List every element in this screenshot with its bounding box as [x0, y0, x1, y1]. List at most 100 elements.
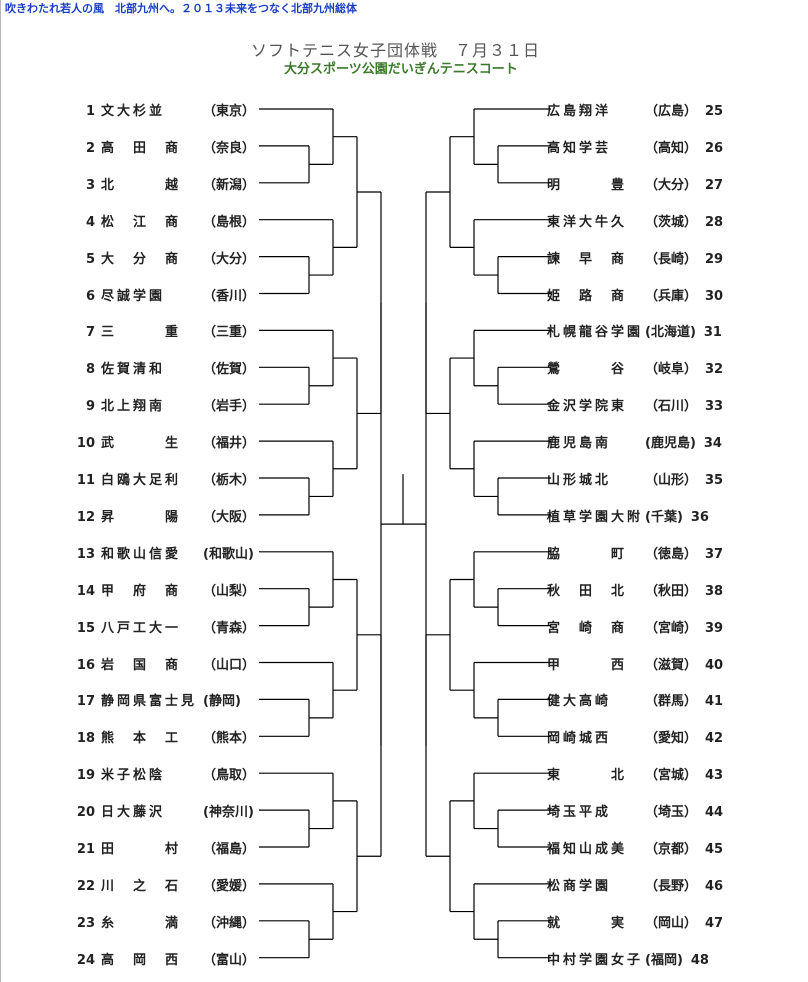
seed-number: 28 — [705, 214, 724, 230]
seed-number: 35 — [705, 473, 724, 488]
team-prefecture: （岡山） — [645, 915, 698, 931]
team-row-right: 就 実（岡山）47 — [547, 912, 727, 931]
team-prefecture: （島根） — [203, 214, 256, 230]
team-name: 高 岡 西 — [101, 952, 182, 968]
seed-number: 37 — [705, 546, 724, 562]
team-row-right: 東 北（宮城）43 — [547, 764, 727, 783]
team-name: 三 重 — [101, 325, 182, 341]
team-prefecture: （滋賀） — [645, 657, 698, 673]
team-name: 植草学園大附 — [547, 509, 644, 525]
team-name: 尽誠学園 — [101, 288, 166, 304]
team-name: 秋 田 北 — [547, 583, 628, 599]
team-prefecture: （熊本） — [203, 731, 256, 747]
team-row-left: 6 尽誠学園 （香川） — [73, 285, 256, 304]
team-prefecture: （宮崎） — [645, 620, 698, 636]
team-prefecture: (福岡) — [645, 952, 683, 968]
team-row-right: 明 豊（大分）27 — [547, 174, 727, 193]
seed-number: 47 — [705, 915, 724, 931]
team-name: 岡崎城西 — [547, 731, 612, 747]
team-prefecture: (北海道) — [645, 325, 696, 341]
team-prefecture: （福井） — [203, 436, 256, 452]
team-prefecture: （山梨） — [203, 583, 256, 599]
team-name: 松商学園 — [547, 878, 612, 894]
team-prefecture: （埼玉） — [645, 805, 698, 821]
team-row-right: 健大高崎（群馬）41 — [547, 690, 727, 710]
team-prefecture: （高知） — [645, 140, 698, 156]
team-row-right: 宮 崎 商（宮崎）39 — [547, 617, 727, 636]
team-name: 脇 町 — [547, 546, 628, 562]
team-prefecture: （山口） — [203, 657, 256, 673]
team-name: 和歌山信愛 — [101, 546, 182, 562]
seed-number: 17 — [76, 694, 95, 710]
seed-number: 36 — [690, 509, 709, 525]
team-name: 高 田 商 — [101, 140, 182, 156]
team-row-right: 金沢学院東（石川）33 — [547, 395, 727, 415]
seed-number: 7 — [85, 325, 95, 341]
team-prefecture: （長野） — [645, 878, 698, 894]
team-name: 札幌龍谷学園 — [547, 325, 644, 341]
team-prefecture: (鹿児島) — [645, 436, 696, 452]
seed-number: 33 — [705, 399, 724, 415]
team-row-right: 鹿児島南 (鹿児島) 34 — [547, 432, 726, 452]
team-prefecture: （秋田） — [645, 583, 698, 599]
seed-number: 48 — [690, 952, 709, 968]
seed-number: 20 — [76, 805, 95, 821]
team-name: 鹿児島南 — [547, 436, 612, 452]
team-name: 糸 満 — [101, 915, 182, 931]
team-prefecture: （奈良） — [203, 140, 256, 156]
team-prefecture: （岐阜） — [645, 362, 698, 378]
team-row-right: 山形城北 （山形） 35 — [547, 469, 727, 488]
seed-number: 40 — [705, 657, 724, 673]
team-row-right: 埼玉平成（埼玉）44 — [547, 801, 727, 821]
team-name: 諫 早 商 — [547, 251, 628, 267]
seed-number: 25 — [705, 104, 724, 119]
team-name: 岩 国 商 — [101, 657, 182, 673]
seed-number: 16 — [76, 657, 95, 673]
seed-number: 44 — [705, 805, 724, 821]
team-prefecture: （愛媛） — [203, 878, 256, 894]
page-title: ソフトテニス女子団体戦 ７月３１日 — [251, 41, 541, 60]
seed-number: 41 — [705, 694, 724, 710]
team-name: 川 之 石 — [101, 878, 182, 894]
team-prefecture: （山形） — [645, 473, 698, 488]
team-name: 健大高崎 — [547, 694, 612, 710]
team-prefecture: （香川） — [203, 288, 256, 304]
seed-number: 6 — [85, 288, 95, 304]
seed-number: 29 — [705, 251, 724, 267]
team-prefecture: （兵庫） — [645, 288, 698, 304]
page-subtitle: 大分スポーツ公園だいぎんテニスコート — [284, 62, 518, 77]
seed-number: 8 — [85, 362, 95, 378]
team-row-right: 姫 路 商（兵庫）30 — [547, 285, 727, 304]
team-name: 明 豊 — [547, 177, 628, 193]
team-prefecture: （岩手） — [203, 399, 256, 415]
team-name: 佐賀清和 — [101, 362, 166, 378]
seed-number: 14 — [76, 583, 95, 599]
seed-number: 42 — [705, 731, 724, 747]
seed-number: 34 — [703, 436, 722, 452]
seed-number: 15 — [76, 620, 95, 636]
team-row-right: 植草学園大附(千葉)36 — [547, 506, 713, 525]
team-row-right: 甲 西（滋賀）40 — [547, 654, 727, 673]
team-row-right: 高知学芸（高知）26 — [547, 137, 727, 156]
team-prefecture: （東京） — [203, 104, 256, 119]
team-name: 大 分 商 — [101, 251, 182, 267]
seed-number: 30 — [705, 288, 724, 304]
team-name: 高知学芸 — [547, 140, 612, 156]
team-prefecture: （広島） — [645, 104, 698, 119]
team-name: 山形城北 — [547, 473, 612, 488]
team-row-right: 札幌龍谷学園(北海道)31 — [547, 321, 726, 341]
team-row-right: 脇 町（徳島）37 — [547, 543, 727, 562]
team-prefecture: （大阪） — [203, 509, 256, 525]
